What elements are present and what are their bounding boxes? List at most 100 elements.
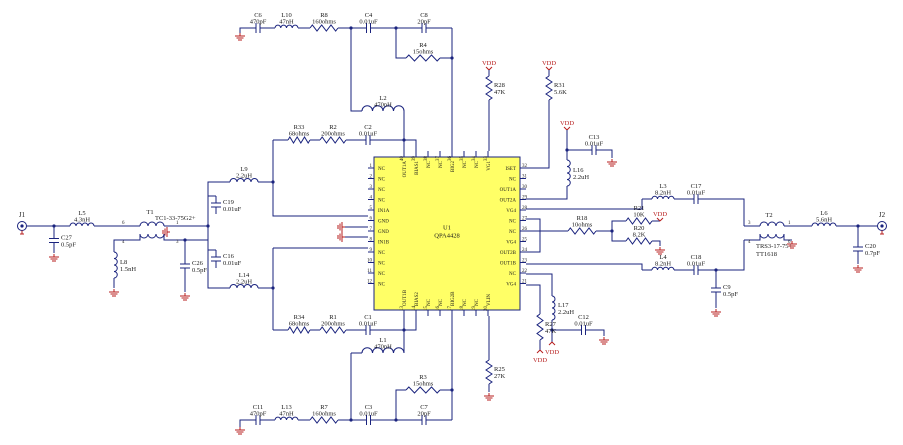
ref-label: R31 [554, 82, 565, 89]
connector-label: J1 [19, 211, 26, 219]
pin-number: 26 [522, 227, 528, 232]
value-label: TT1618 [756, 251, 777, 258]
value-label: 68ohms [289, 321, 310, 328]
pin-number: 3 [748, 221, 751, 226]
ref-label: C9 [723, 284, 731, 291]
pin-number: 4 [748, 240, 751, 245]
ref-label: L3 [659, 183, 666, 190]
ground-symbol [49, 254, 59, 262]
pin-name: NC [378, 188, 386, 193]
value-label: 27K [494, 373, 506, 380]
pin-number: 7 [370, 227, 373, 232]
ref-label: C17 [691, 183, 703, 190]
pin-number: 21 [522, 280, 528, 285]
pin-number: 17 [448, 306, 453, 312]
ref-label: R7 [320, 404, 328, 411]
ref-label: L16 [573, 167, 584, 174]
ref-label: L10 [281, 12, 291, 19]
inductor-l9: L92.2uH [229, 166, 259, 183]
pin-number: 27 [522, 217, 528, 222]
pin-name: NC [378, 283, 386, 288]
pin-number: 22 [522, 269, 528, 274]
ref-label: C12 [578, 314, 589, 321]
pin-name: OUT1A [403, 161, 408, 178]
ref-label: L9 [240, 166, 247, 173]
value-label: 470nH [374, 344, 392, 351]
value-label: 2.2uH [573, 174, 589, 181]
ref-label: C4 [365, 12, 373, 19]
ref-label: C1 [364, 314, 372, 321]
value-label: 15ohms [413, 381, 434, 388]
inductor-l5: L54.3nH [69, 210, 95, 227]
value-label: 0.5pF [723, 291, 738, 298]
pin-number: 3 [370, 185, 373, 190]
value-label: 8.2K [633, 232, 646, 239]
pin-name: NC [378, 178, 386, 183]
capacitor-c1: C10.01uF [356, 314, 380, 335]
vdd-label: VDD [542, 60, 556, 67]
pin-number: 10 [367, 259, 373, 264]
pin-number: 31 [522, 175, 528, 180]
connector-label: J2 [879, 211, 886, 219]
ref-label: C11 [253, 404, 264, 411]
ref-label: L5 [78, 210, 85, 217]
ref-label: R4 [419, 42, 427, 49]
vdd-label: VDD [482, 60, 496, 67]
pin-name: NC [427, 160, 432, 168]
value-label: 160ohms [312, 411, 336, 418]
vdd-symbol: VDD [560, 120, 574, 131]
pin-name: OUT2B [500, 251, 517, 256]
value-label: 0.01uF [223, 260, 242, 267]
value-label: 68ohms [289, 131, 310, 138]
ref-label: C20 [865, 243, 876, 250]
pin-name: NC [378, 199, 386, 204]
vdd-label: VDD [533, 357, 547, 364]
pin-number: 12 [367, 280, 373, 285]
pin-name: NC [509, 272, 517, 277]
ref-label: R25 [494, 366, 505, 373]
pin-name: VG1 [487, 161, 492, 171]
inductor-l8: L81.5nH [113, 251, 136, 279]
pin-name: GND [378, 220, 389, 225]
pin-number: 24 [522, 248, 528, 253]
value-label: 15ohms [413, 49, 434, 56]
value-label: 8.2nH [655, 261, 671, 268]
pin-name: NC [439, 160, 444, 168]
pin-name: OUT1B [403, 289, 408, 306]
value-label: 0.01uF [359, 19, 378, 26]
ground-symbol [180, 293, 190, 301]
ref-label: L14 [239, 272, 250, 279]
value-label: 2.2uH [236, 173, 252, 180]
value-label: 0.01uF [687, 261, 706, 268]
value-label: 10ohms [572, 222, 593, 229]
pin-name: GND [378, 230, 389, 235]
value-label: 0.01uF [687, 190, 706, 197]
pin-number: 29 [522, 196, 528, 201]
value-label: 10K [633, 212, 645, 219]
ref-label: C13 [589, 134, 600, 141]
value-label: 20pF [417, 19, 431, 26]
pin-number: 37 [436, 156, 441, 162]
capacitor-c9: C90.5pF [711, 280, 738, 300]
pin-name: NC [427, 298, 432, 306]
pin-number: 11 [367, 269, 372, 274]
ref-label: C2 [364, 124, 372, 131]
pin-number: 1 [176, 221, 179, 226]
pin-name: NC [475, 298, 480, 306]
ref-label: T1 [146, 209, 153, 216]
ref-label: R33 [294, 124, 305, 131]
value-label: 4.3nH [74, 217, 90, 224]
value-label: 47K [494, 89, 506, 96]
rf-connector-j1: J1 [17, 211, 27, 235]
